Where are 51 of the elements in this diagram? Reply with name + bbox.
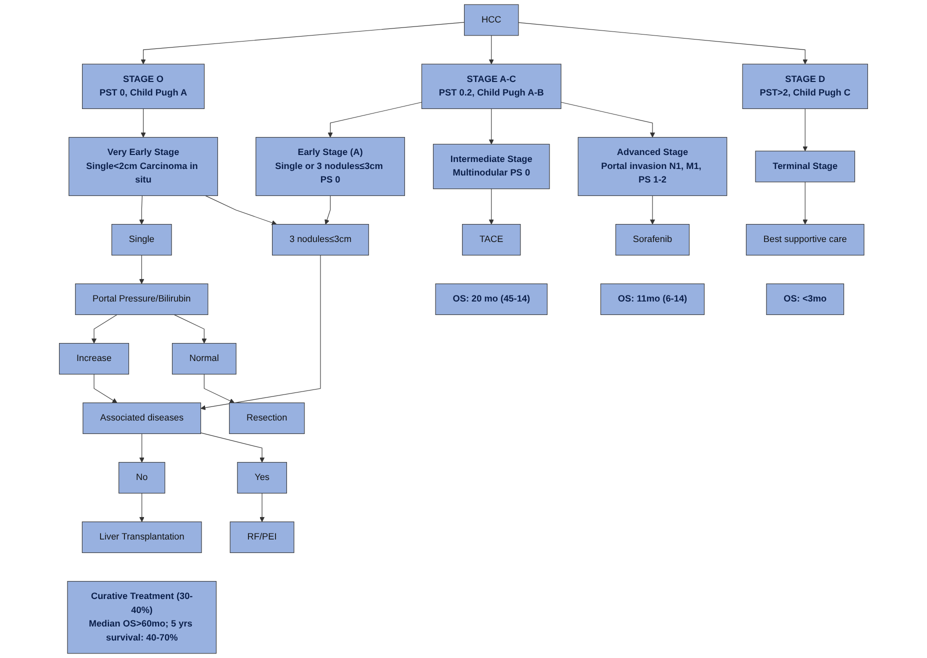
node-box: Resection xyxy=(229,402,305,434)
arrow xyxy=(200,254,321,410)
node-box: Normal xyxy=(172,343,236,374)
node-box: Intermediate Stage Multinodular PS 0 xyxy=(432,144,550,190)
arrow xyxy=(802,182,808,225)
node-box: OS: 20 mo (45-14) xyxy=(435,284,548,315)
node-box: Terminal Stage xyxy=(755,150,856,182)
node-box: STAGE A-C PST 0.2, Child Pugh A-B xyxy=(421,64,562,109)
arrow xyxy=(260,492,265,522)
node-box: No xyxy=(118,462,166,494)
arrow xyxy=(802,108,808,152)
node-box: Curative Treatment (30-40%) Median OS>60mo; 5 yrs survival: 40-70% xyxy=(67,581,217,654)
arrow xyxy=(139,195,144,225)
arrow xyxy=(204,374,235,404)
arrow xyxy=(139,492,144,522)
arrow xyxy=(92,314,118,344)
node-box: 3 nodules≤3cm xyxy=(272,224,369,256)
arrow xyxy=(140,108,146,138)
node-box: Early Stage (A) Single or 3 nodules≤3cm PS 0 xyxy=(256,137,405,196)
node-box: OS: 11mo (6-14) xyxy=(600,284,705,315)
arrow xyxy=(139,433,144,463)
node-box: Sorafenib xyxy=(615,224,690,256)
node-box: STAGE D PST>2, Child Pugh C xyxy=(742,64,868,109)
arrow xyxy=(174,314,207,344)
arrow xyxy=(328,102,422,138)
node-box: Single xyxy=(111,224,172,256)
node-box: RF/PEI xyxy=(230,522,294,553)
arrow xyxy=(488,35,494,64)
node-box: Portal Pressure/Bilirubin xyxy=(75,284,208,315)
node-box: Associated diseases xyxy=(82,402,202,434)
arrow xyxy=(518,22,808,64)
arrow xyxy=(488,108,494,144)
node-box: Advanced Stage Portal invasion N1, M1, PS 1-2 xyxy=(578,137,728,196)
arrow xyxy=(650,195,656,225)
node-box: STAGE O PST 0, Child Pugh A xyxy=(82,64,205,109)
arrow xyxy=(94,374,118,404)
arrow xyxy=(140,22,465,64)
node-box: Liver Transplantation xyxy=(82,522,202,553)
node-box: Increase xyxy=(59,343,130,374)
node-box: Yes xyxy=(237,462,287,494)
node-box: OS: <3mo xyxy=(766,284,844,315)
node-box: TACE xyxy=(462,224,521,256)
arrow xyxy=(560,102,656,138)
arrow xyxy=(205,195,277,226)
arrow xyxy=(139,254,144,284)
node-box: HCC xyxy=(464,4,519,36)
node-box: Best supportive care xyxy=(746,224,864,256)
arrow xyxy=(488,188,494,225)
node-box: Very Early Stage Single<2cm Carcinoma in situ xyxy=(68,137,218,196)
arrow xyxy=(200,432,265,463)
arrow xyxy=(324,195,331,225)
